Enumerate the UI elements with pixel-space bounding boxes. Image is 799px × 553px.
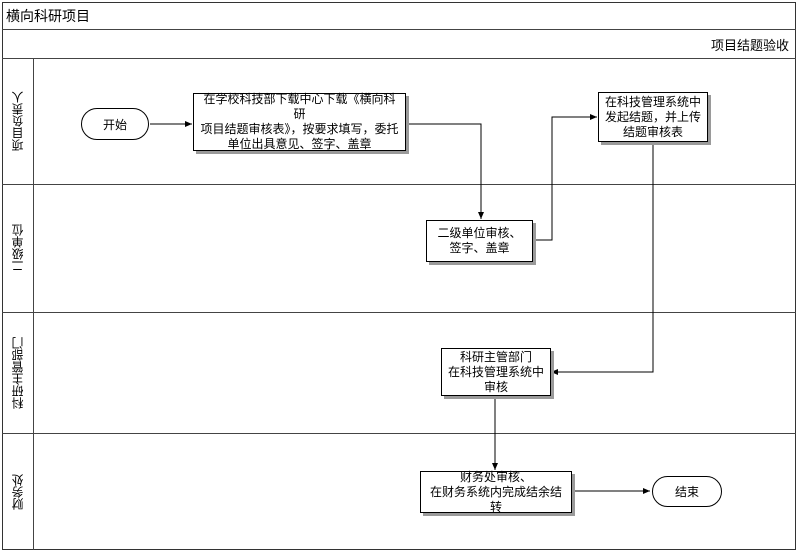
lane-divider <box>2 433 796 434</box>
arrow-unit-review-to-initiate <box>533 114 597 241</box>
title-divider <box>2 29 796 30</box>
phase-title: 项目结题验收 <box>710 39 789 54</box>
start-node: 开始 <box>81 108 149 140</box>
arrow-initiate-to-research-review <box>551 142 654 375</box>
finance-review-step: 财务处审核、 在财务系统内完成结余结转 <box>420 470 572 514</box>
diagram-title: 横向科研项目 <box>6 9 90 25</box>
download-form-step: 在学校科技部下载中心下载《横向科研 项目结题审核表》，按要求填写，委托 单位出具… <box>193 92 406 151</box>
initiate-closure-step: 在科技管理系统中 发起结题，并上传 结题审核表 <box>598 92 708 142</box>
research-dept-review-step: 科研主管部门 在科技管理系统中 审核 <box>441 348 551 396</box>
secondary-unit-review-step: 二级单位审核、 签字、盖章 <box>426 220 533 262</box>
phase-divider <box>2 58 796 59</box>
arrow-download-to-unit-review <box>406 123 484 219</box>
lane-label-divider <box>33 58 34 550</box>
end-node: 结束 <box>652 476 722 507</box>
lane-divider <box>2 184 796 185</box>
lane-divider <box>2 312 796 313</box>
